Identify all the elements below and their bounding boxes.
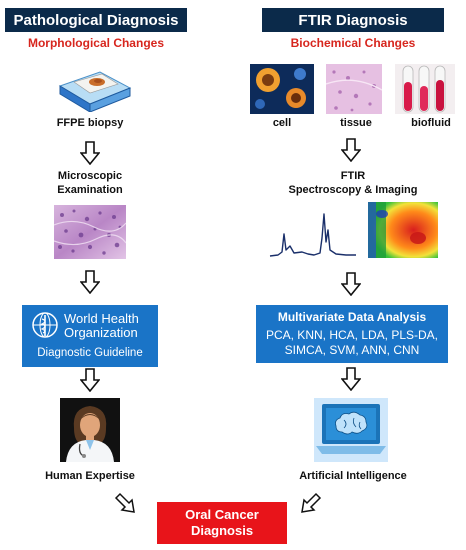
cell-image [250,64,314,114]
ftir-diagnosis-title: FTIR Diagnosis [298,11,408,29]
down-arrow-icon [341,138,361,162]
biofluid-label: biofluid [411,117,451,129]
pathological-diagnosis-title: Pathological Diagnosis [13,11,179,29]
who-emblem-icon [32,312,58,338]
who-name-line2: Organization [64,325,138,340]
biochemical-changes-subtitle: Biochemical Changes [290,36,416,50]
morphological-changes-subtitle: Morphological Changes [27,36,164,50]
artificial-intelligence-label: Artificial Intelligence [299,470,407,482]
ftir-diagnosis-header: FTIR Diagnosis [262,8,444,32]
ffpe-biopsy-block-icon [58,71,132,112]
ftir-label-line2: Spectroscopy & Imaging [288,184,418,196]
ftir-chemical-image [368,202,438,258]
result-line2: Diagnosis [190,523,254,538]
diagnostic-guideline-label: Diagnostic Guideline [37,347,143,359]
down-arrow-icon [341,367,361,391]
pathological-diagnosis-header: Pathological Diagnosis [5,8,187,32]
histology-micrograph-image [54,205,126,259]
down-arrow-icon [341,272,361,296]
down-arrow-icon [80,368,100,392]
tissue-image [326,64,382,114]
multivariate-analysis-box: Multivariate Data Analysis PCA, KNN, HCA… [256,305,448,363]
ftir-spectrum-plot [269,213,356,257]
oral-cancer-diagnosis-box: Oral Cancer Diagnosis [157,502,287,544]
microscopic-label-line1: Microscopic [57,170,123,182]
human-expertise-label: Human Expertise [45,470,135,482]
multivariate-title: Multivariate Data Analysis [277,310,427,324]
doctor-avatar-icon [60,398,120,462]
who-name-line1: World Health [64,311,139,326]
result-line1: Oral Cancer [185,507,259,522]
ffpe-biopsy-label: FFPE biopsy [56,117,124,129]
down-arrow-icon [80,141,100,165]
diagonal-arrow-icon [114,492,135,513]
microscopic-label-line2: Examination [57,184,123,196]
multivariate-methods-line2: SIMCA, SVM, ANN, CNN [284,343,420,357]
tissue-label: tissue [340,117,372,129]
who-diagnostic-guideline-box: World Health Organization Diagnostic Gui… [22,305,158,367]
cell-label: cell [272,117,292,129]
ftir-label-line1: FTIR [340,170,366,182]
diagonal-arrow-icon [301,492,322,513]
multivariate-methods-line1: PCA, KNN, HCA, LDA, PLS-DA, [265,328,439,342]
ai-brain-laptop-icon [314,398,388,462]
biofluid-tubes-image [395,64,455,114]
down-arrow-icon [80,270,100,294]
